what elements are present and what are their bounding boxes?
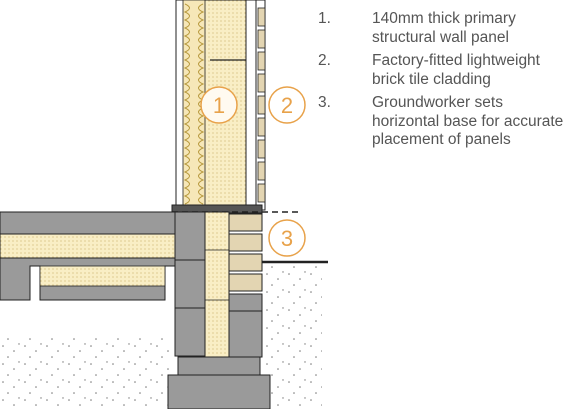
- callout-3-number: 3: [281, 226, 293, 251]
- ground-soil-right: [262, 262, 322, 409]
- legend-text: Groundworker sets horizontal base for ac…: [372, 94, 564, 148]
- floor-insulation: [0, 233, 176, 259]
- callout-3: 3: [268, 219, 306, 257]
- legend-item-2: 2. Factory-fitted lightweight brick tile…: [318, 52, 568, 89]
- callout-1-number: 1: [213, 93, 225, 118]
- legend-list: 1. 140mm thick primary structural wall p…: [318, 10, 568, 155]
- legend-text: Factory-fitted lightweight brick tile cl…: [372, 52, 540, 88]
- foundation-block-lower: [177, 356, 261, 376]
- outer-brick-leaf: [228, 213, 263, 358]
- legend-item-3: 3. Groundworker sets horizontal base for…: [318, 94, 568, 150]
- callout-2-number: 2: [281, 93, 293, 118]
- inner-blockwork: [174, 211, 230, 358]
- legend-item-1: 1. 140mm thick primary structural wall p…: [318, 10, 568, 47]
- foundation-footing: [167, 374, 271, 409]
- callout-1: 1: [200, 86, 238, 124]
- floor-beam-insulation: [39, 265, 166, 287]
- legend-number: 2.: [318, 52, 331, 69]
- callout-2: 2: [268, 86, 306, 124]
- ground-soil: [0, 338, 172, 409]
- legend-number: 3.: [318, 94, 331, 111]
- mineral-wool-pattern: [183, 3, 190, 205]
- wall-sheathing: [245, 0, 257, 211]
- mineral-wool-pattern-2: [198, 3, 205, 205]
- legend-text: 140mm thick primary structural wall pane…: [372, 10, 516, 46]
- brick-tile-cladding: [255, 0, 266, 211]
- legend-number: 1.: [318, 10, 331, 27]
- floor-screed: [0, 211, 176, 235]
